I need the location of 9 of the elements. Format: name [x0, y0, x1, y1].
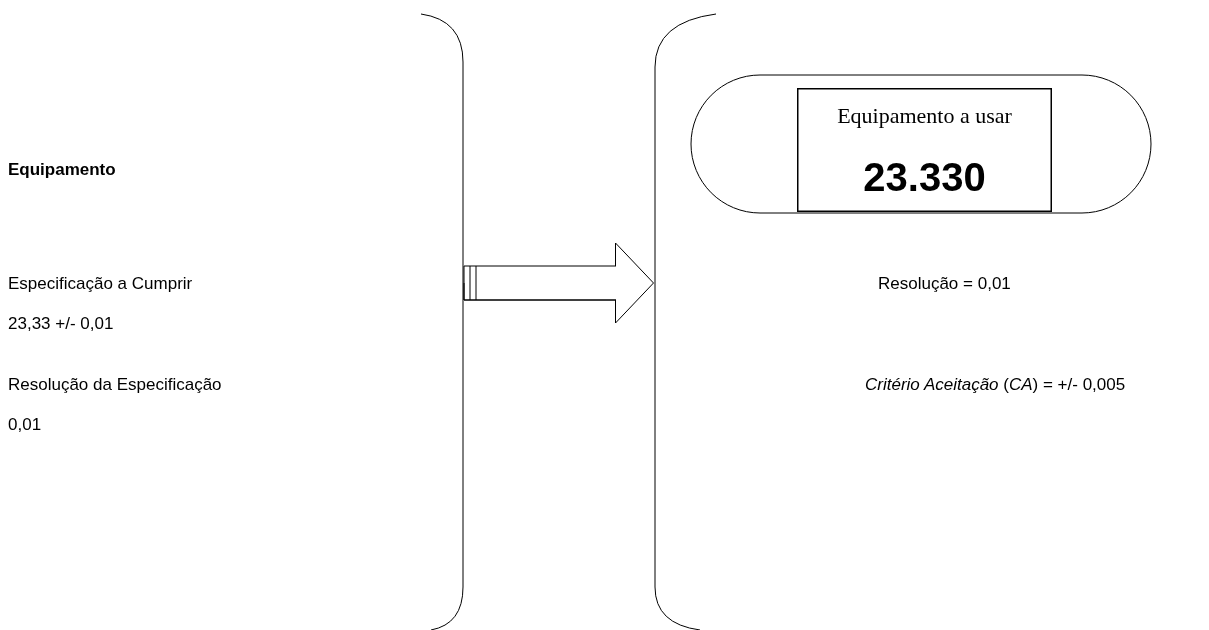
- text-label: 23,33 +/- 0,01: [8, 314, 114, 334]
- text-label: Especificação a Cumprir: [8, 274, 193, 294]
- text-label: Critério Aceitação (CA) = +/- 0,005: [865, 375, 1126, 395]
- text-label: Resolução = 0,01: [878, 274, 1011, 294]
- text-label: Resolução da Especificação: [8, 375, 222, 395]
- text-label: 0,01: [8, 415, 42, 435]
- display-value: 23.330: [862, 154, 987, 200]
- section-heading: Equipamento: [8, 160, 116, 180]
- display-caption: Equipamento a usar: [836, 102, 1013, 130]
